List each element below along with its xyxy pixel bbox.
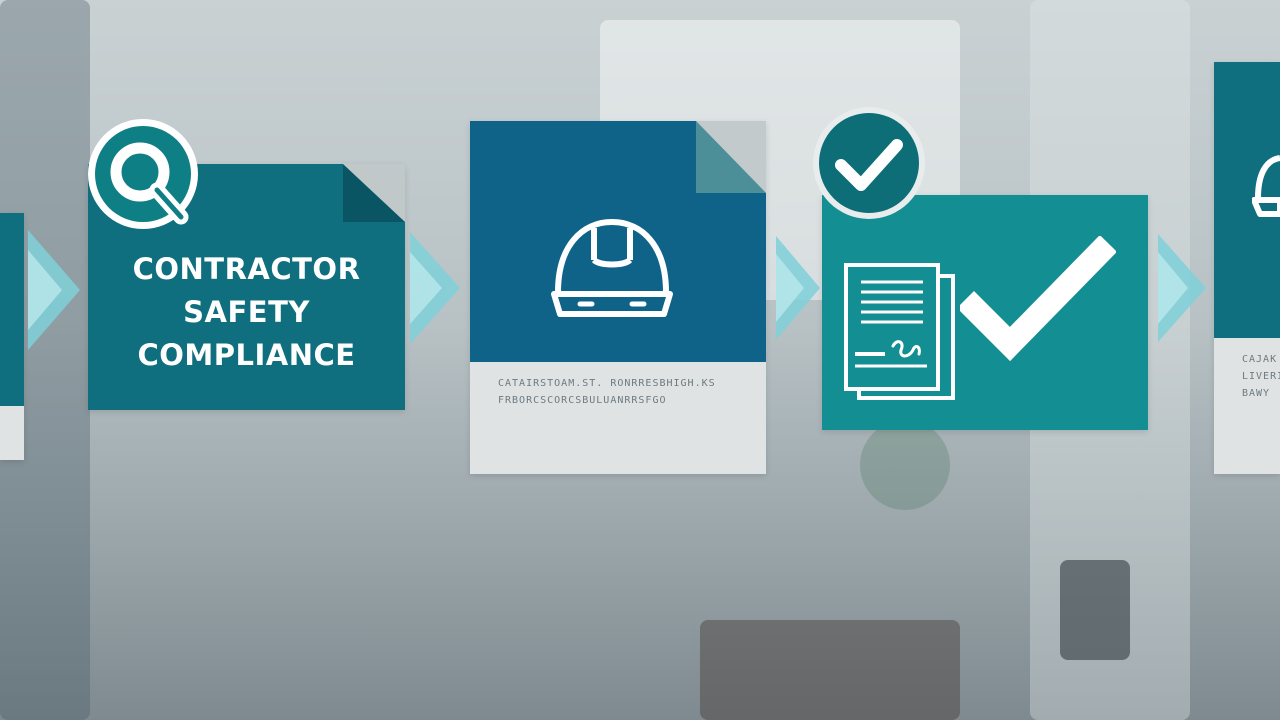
card-title-line-1: CONTRACTOR [132, 252, 361, 286]
caption-line-1: CATAIRSTOAM.ST. RONRRESBHIGH.KS [498, 378, 716, 389]
folded-corner-icon [696, 121, 766, 193]
flow-arrow-1 [28, 230, 80, 350]
helmet-icon [1252, 155, 1280, 217]
document-stack-icon [844, 263, 955, 400]
hard-hat-card: CATAIRSTOAM.ST. RONRRESBHIGH.KS FRBORCSC… [470, 121, 766, 474]
large-checkmark-icon [960, 236, 1116, 362]
partial-card-left [0, 213, 24, 460]
helmet-icon [551, 219, 673, 317]
checkmark-badge-icon [813, 107, 925, 219]
flow-arrow-3 [776, 236, 820, 340]
flow-arrow-4 [1158, 234, 1206, 342]
card-title-line-2: SAFETY [183, 295, 310, 329]
caption-line-2: FRBORCSCORCSBULUANRRSFGO [498, 395, 667, 406]
folded-corner-icon [343, 164, 405, 222]
flow-arrow-2 [410, 232, 460, 344]
card-title-line-3: COMPLIANCE [137, 338, 356, 372]
search-badge-icon [88, 119, 198, 229]
partial-card-right: CAJAK LIVERI BAWY [1214, 62, 1280, 474]
caption-line-1: CAJAK [1242, 354, 1278, 365]
caption-line-3: BAWY [1242, 388, 1271, 399]
caption-line-2: LIVERI [1242, 371, 1280, 382]
